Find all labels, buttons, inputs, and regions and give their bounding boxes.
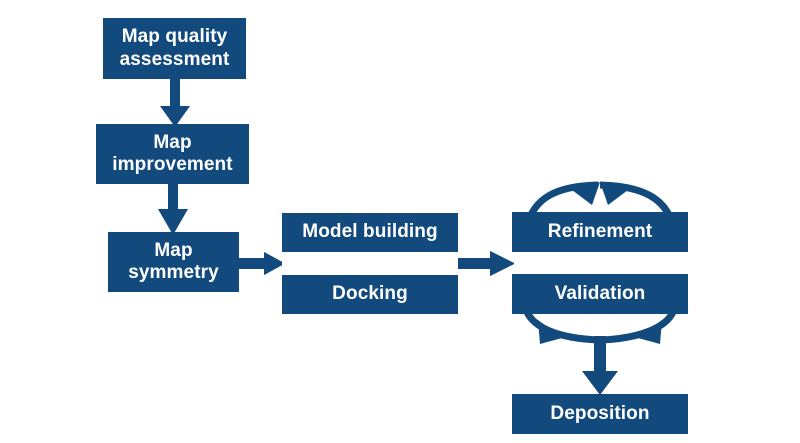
node-map-improvement[interactable]: Map improvement bbox=[96, 124, 249, 184]
arrow-validation-to-deposition bbox=[582, 336, 618, 395]
node-label: Map symmetry bbox=[128, 239, 219, 283]
node-label: Map improvement bbox=[112, 131, 233, 175]
node-deposition[interactable]: Deposition bbox=[512, 394, 688, 434]
gap-mask-model-docking bbox=[282, 252, 458, 275]
node-refinement[interactable]: Refinement bbox=[512, 212, 688, 252]
arrow-quality-to-improvement bbox=[160, 76, 190, 127]
node-label: Map quality assessment bbox=[119, 26, 230, 70]
node-label: Model building bbox=[302, 221, 438, 243]
node-docking[interactable]: Docking bbox=[282, 275, 458, 314]
node-label: Deposition bbox=[550, 402, 650, 424]
arrow-symmetry-to-building-head bbox=[236, 252, 285, 275]
arrow-cycle-top-heads bbox=[572, 182, 628, 205]
node-map-symmetry[interactable]: Map symmetry bbox=[108, 232, 239, 292]
arrow-cycle-bottom-heads bbox=[538, 320, 662, 344]
arrow-improvement-to-symmetry bbox=[158, 181, 188, 235]
node-label: Docking bbox=[332, 283, 408, 305]
node-label: Validation bbox=[554, 282, 646, 304]
node-map-quality-assessment[interactable]: Map quality assessment bbox=[103, 18, 246, 79]
node-validation[interactable]: Validation bbox=[512, 274, 688, 314]
node-label: Refinement bbox=[547, 220, 653, 242]
gap-mask-refinement-validation bbox=[514, 253, 686, 274]
node-model-building[interactable]: Model building bbox=[282, 213, 458, 252]
arrow-building-to-refinement-head bbox=[456, 251, 515, 276]
